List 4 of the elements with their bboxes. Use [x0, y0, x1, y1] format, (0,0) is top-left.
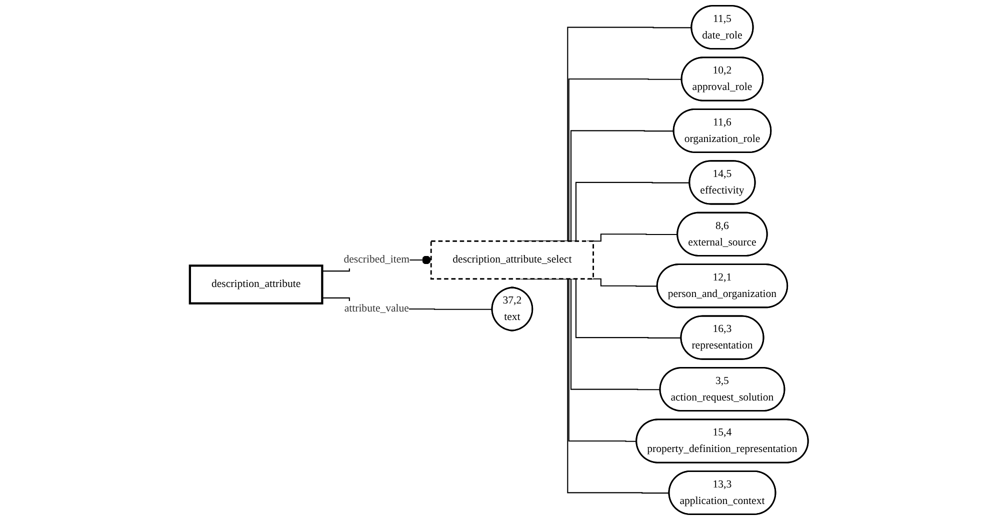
edge-label: described_item [344, 254, 410, 266]
node-box: description_attribute [188, 264, 324, 304]
node-box: description_attribute_select [430, 240, 594, 280]
edge-label: attribute_value [344, 303, 409, 315]
